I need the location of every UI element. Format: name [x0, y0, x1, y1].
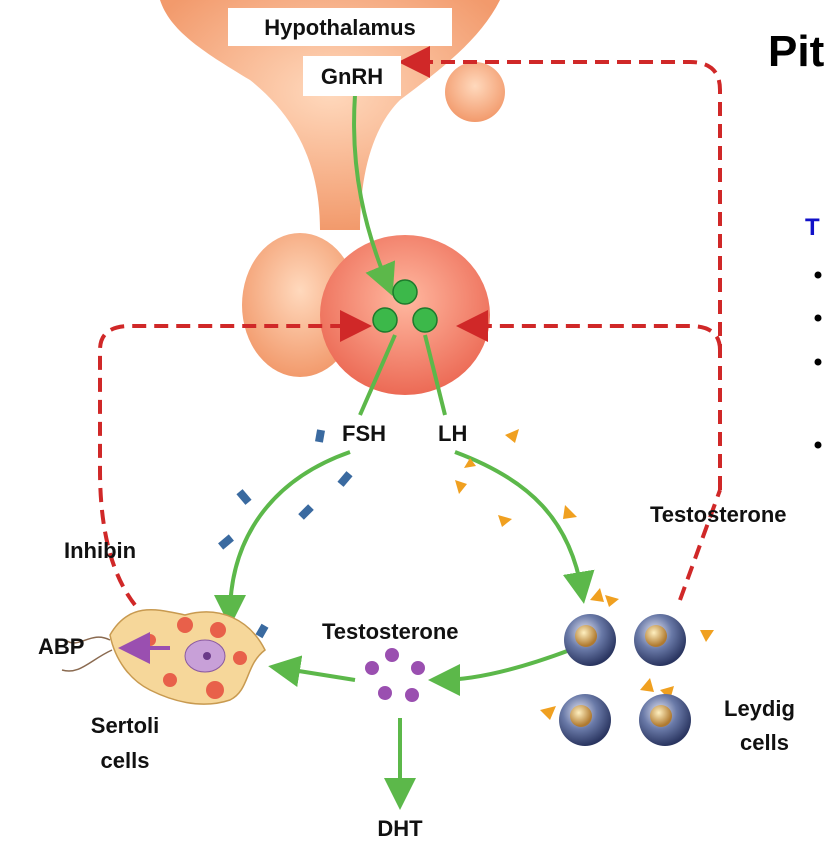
negative-feedback-lines [98, 46, 722, 607]
leydig-label-line2: cells [740, 730, 789, 755]
gnrh-label: GnRH [321, 64, 383, 89]
leydig-cells [540, 588, 714, 746]
leydig-label-line1: Leydig [724, 696, 795, 721]
slide-title: Pit [768, 27, 824, 76]
abp-label: ABP [38, 634, 84, 659]
dht-label: DHT [377, 816, 423, 841]
hypothalamus-label: Hypothalamus [264, 15, 416, 40]
stimulation-arrows [214, 94, 595, 810]
hypothalamus-label-box [228, 8, 452, 46]
sertoli-label-line1: Sertoli [91, 713, 159, 738]
lh-label: LH [438, 421, 467, 446]
gonadotroph-cells [372, 279, 438, 333]
gnrh-label-box [303, 56, 401, 96]
lh-particles [455, 429, 577, 527]
fsh-particles [218, 429, 353, 639]
sertoli-label-line2: cells [101, 748, 150, 773]
slide-subheading: T [805, 214, 820, 241]
testosterone-particles [365, 648, 425, 702]
sertoli-cell [61, 609, 266, 705]
fsh-label: FSH [342, 421, 386, 446]
bullet-list [814, 271, 822, 449]
testosterone-feedback-label: Testosterone [650, 502, 787, 527]
testosterone-center-label: Testosterone [322, 619, 459, 644]
inhibin-label: Inhibin [64, 538, 136, 563]
